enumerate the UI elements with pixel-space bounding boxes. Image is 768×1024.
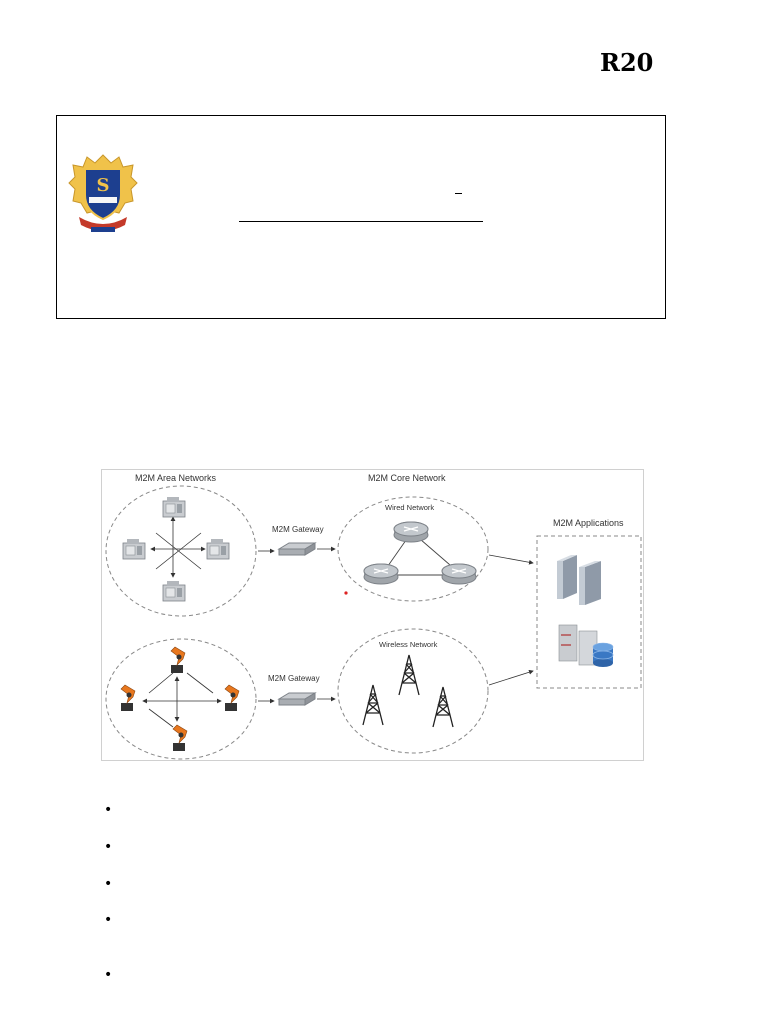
title-underline [239,221,483,222]
area-network-top [105,485,257,617]
area-networks-label: M2M Area Networks [135,473,217,483]
gateway-bottom-label: M2M Gateway [268,674,320,683]
router-icon [393,521,429,543]
red-dot [344,591,348,595]
title-dash [455,193,462,194]
core-network-label: M2M Core Network [368,473,446,483]
wired-network-label: Wired Network [385,503,434,512]
applications-label: M2M Applications [553,518,624,528]
bullet-marker: • [104,967,113,983]
wireless-network [337,628,489,754]
bullet-marker: • [104,802,113,818]
m2m-architecture-diagram: M2M Area Networks M2M Core Network M2M A… [101,469,644,761]
college-header-box: S [56,115,666,319]
gateway-top-label: M2M Gateway [272,525,324,534]
router-icon [441,563,477,585]
svg-text:S: S [97,175,110,196]
applications-box [536,535,642,689]
wired-network [337,496,489,602]
server-icon [557,555,601,605]
bullet-marker: • [104,839,113,855]
wireless-network-label: Wireless Network [379,640,438,649]
bullet-marker: • [104,876,113,892]
database-server-icon [558,624,614,667]
bullet-marker: • [104,912,113,928]
regulation-code: R20 [600,48,654,77]
router-icon [363,563,399,585]
college-crest-logo: S [68,154,138,232]
area-network-bottom [105,638,257,760]
